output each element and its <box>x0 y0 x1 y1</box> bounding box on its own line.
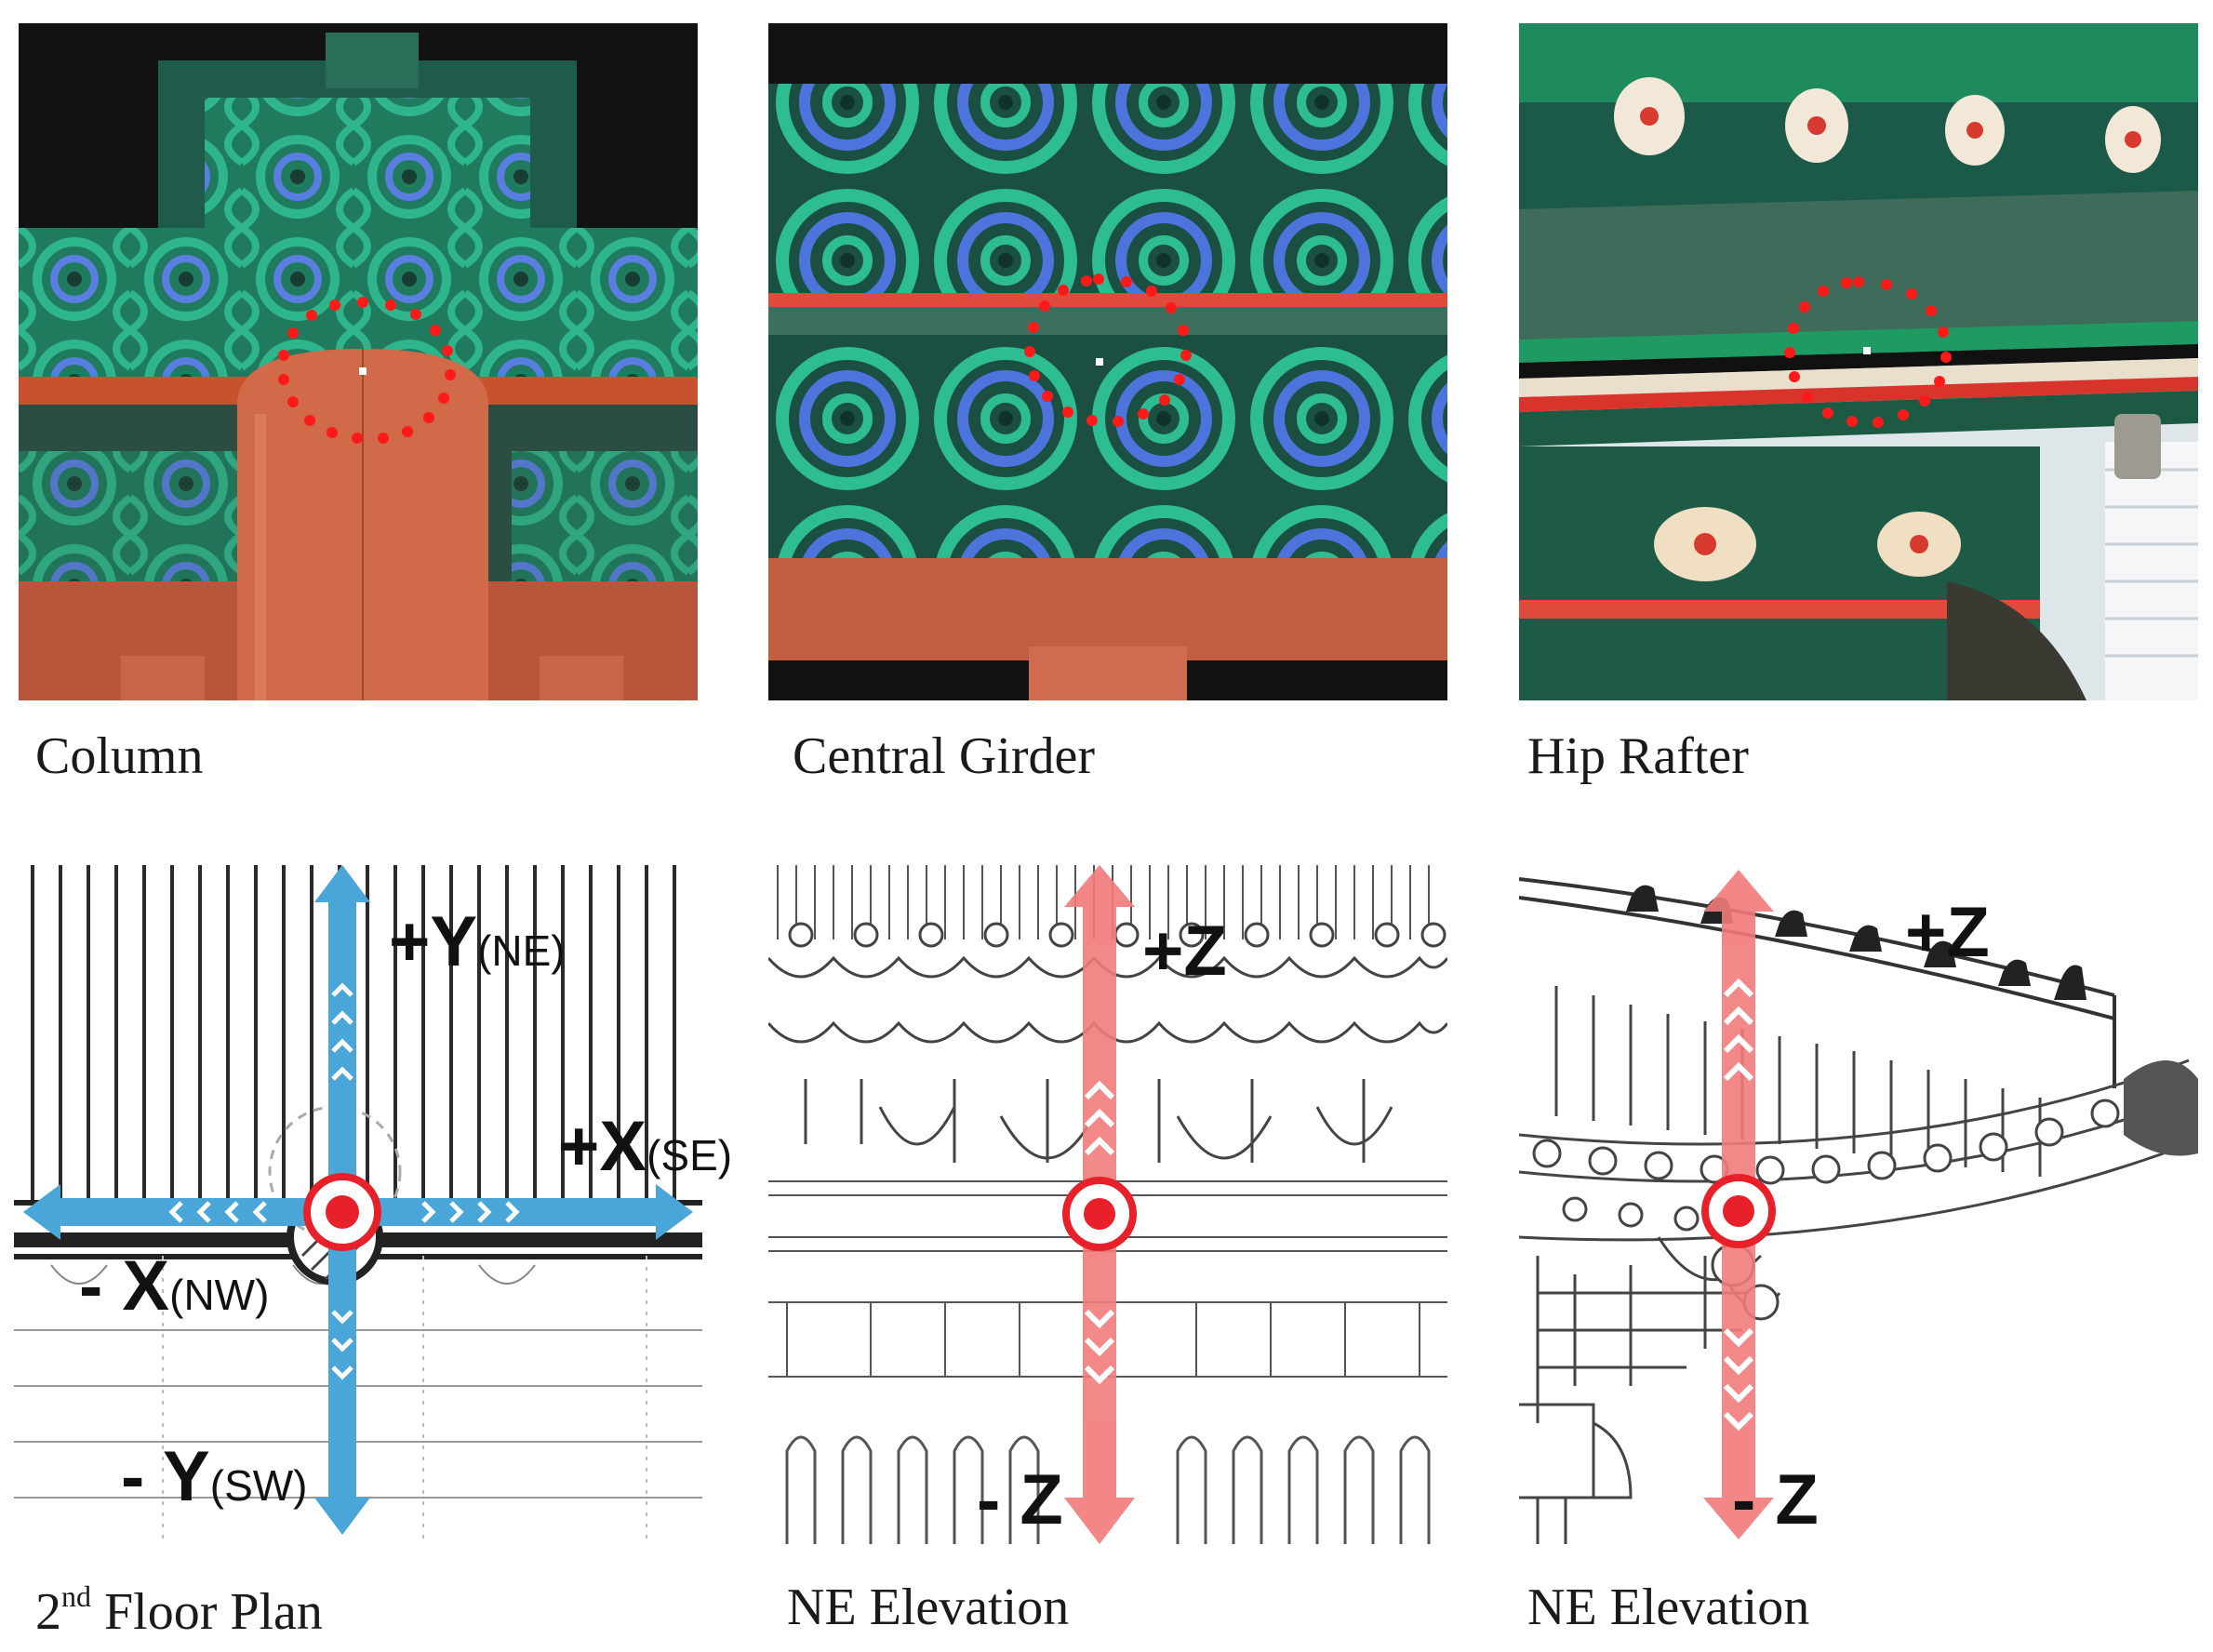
axis-label-plus-z-elevation-2: +Z <box>1905 893 1990 972</box>
target-dotted-circle <box>278 297 456 444</box>
central-girder-photo <box>768 23 1447 700</box>
caption-hip-rafter: Hip Rafter <box>1527 727 1749 785</box>
hip-rafter-photo <box>1519 23 2198 700</box>
axis-label-minus-x: - X(NW) <box>79 1246 270 1326</box>
caption-column: Column <box>35 727 204 785</box>
axis-label-minus-y: - Y(SW) <box>121 1437 308 1516</box>
axis-label-plus-z-elevation-1: +Z <box>1142 912 1227 991</box>
target-dotted-circle <box>1784 276 1952 428</box>
ne-elevation-1-drawing <box>768 865 1447 1544</box>
floor-plan-drawing <box>14 865 702 1544</box>
column-photo <box>19 23 698 700</box>
caption-ne-elevation-1: NE Elevation <box>787 1579 1070 1636</box>
target-dotted-circle <box>1024 273 1192 427</box>
caption-floor-plan: 2nd Floor Plan <box>35 1579 323 1641</box>
ne-elevation-2-drawing <box>1519 865 2198 1544</box>
axis-label-plus-y: +Y(NE) <box>389 902 566 981</box>
caption-ne-elevation-2: NE Elevation <box>1527 1579 1810 1636</box>
axis-label-plus-x: +X(SE) <box>558 1107 733 1186</box>
caption-central-girder: Central Girder <box>793 727 1095 785</box>
axis-label-minus-z-elevation-1: - Z <box>977 1460 1063 1539</box>
axis-label-minus-z-elevation-2: - Z <box>1732 1460 1819 1539</box>
